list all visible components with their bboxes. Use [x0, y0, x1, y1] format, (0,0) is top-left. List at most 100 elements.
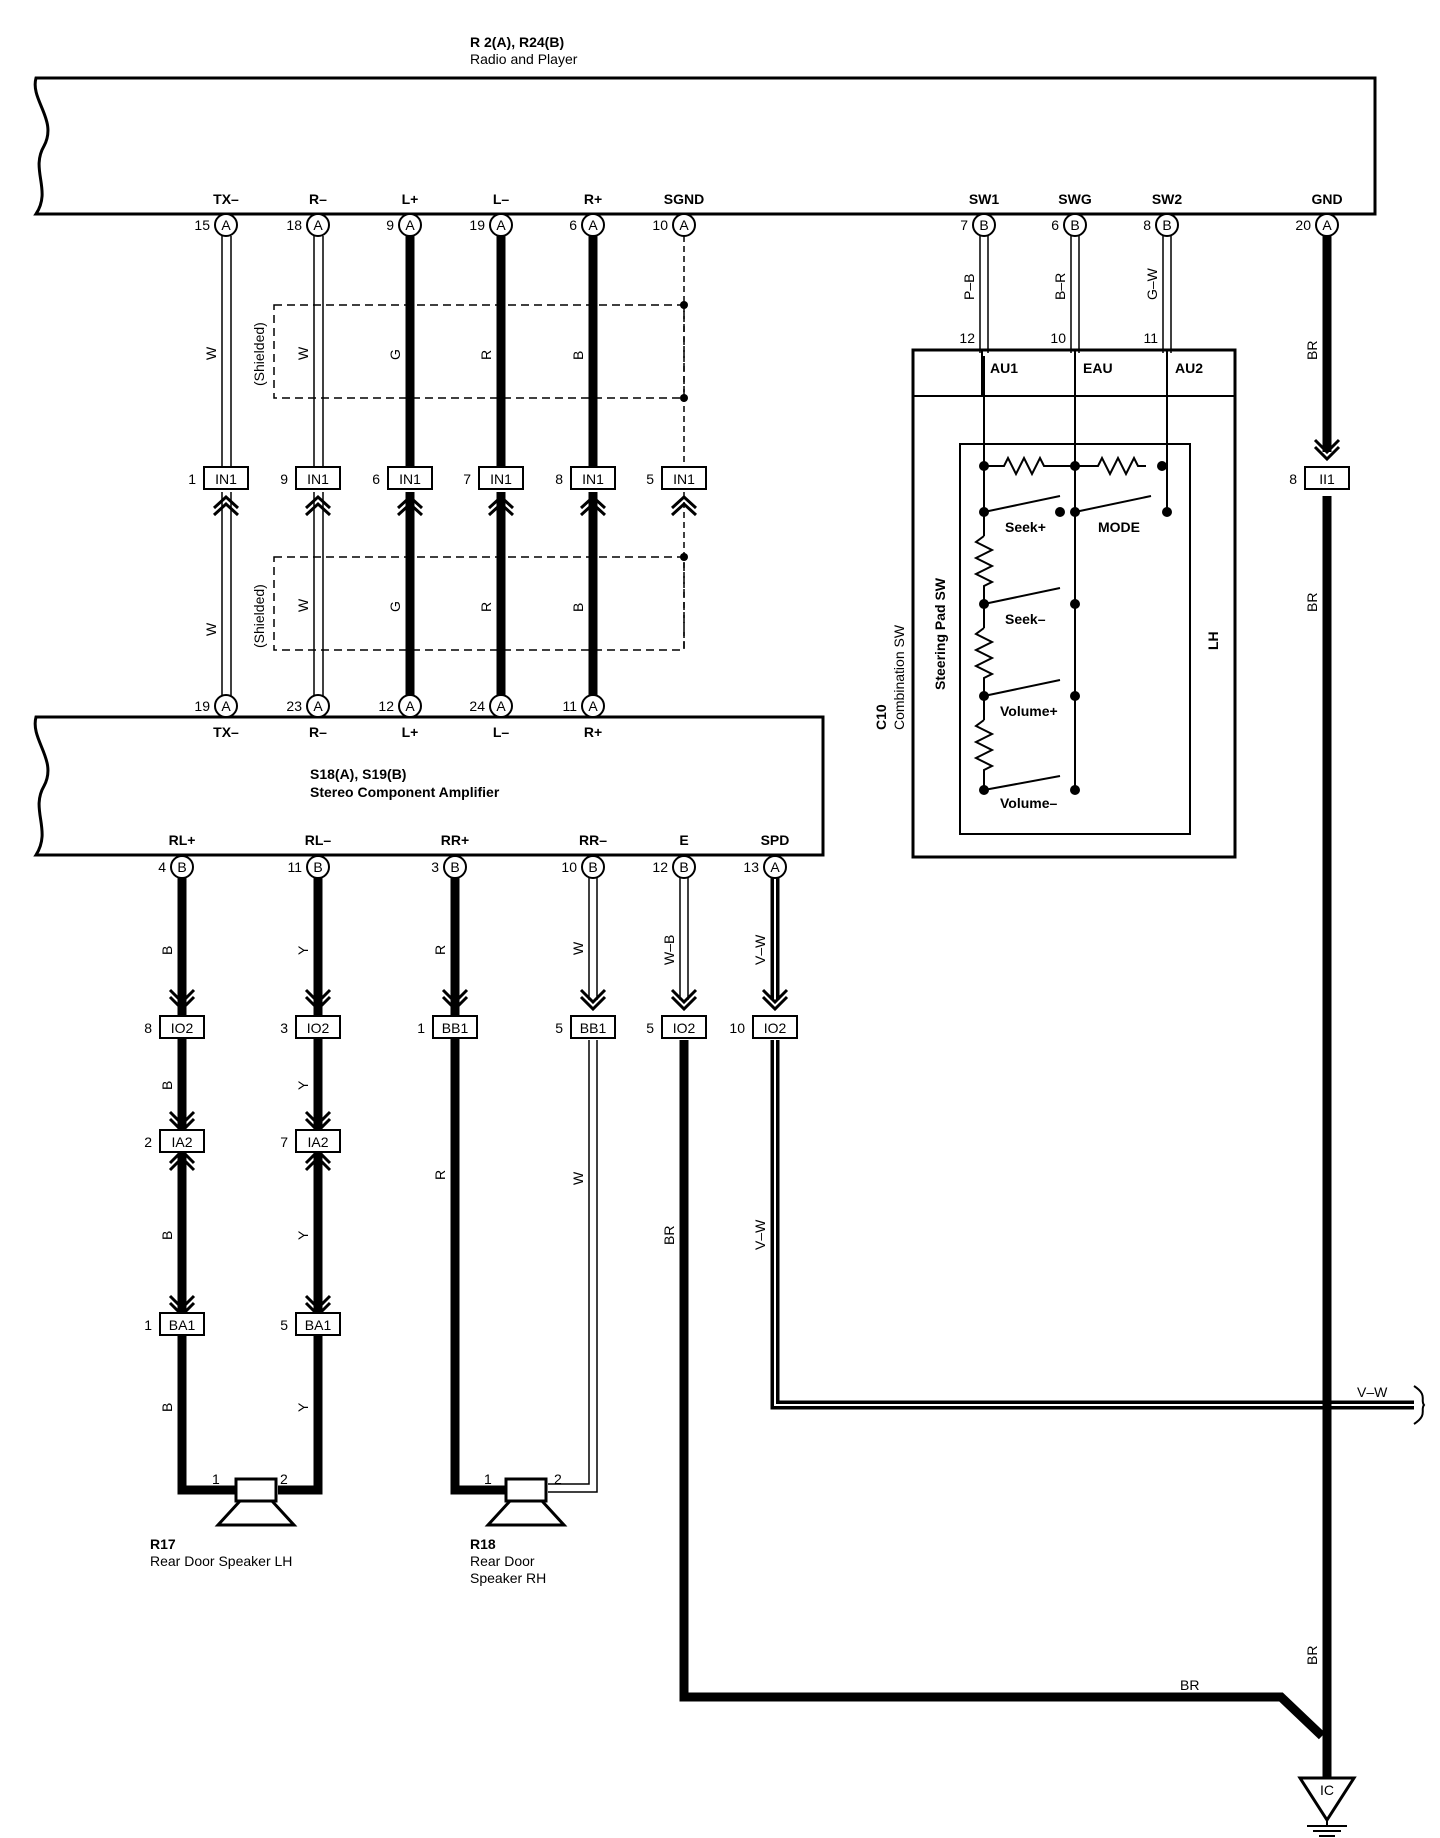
in1-pin-9: 9 [280, 471, 288, 487]
conn-pin-ba1-1: 1 [144, 1317, 152, 1333]
in1-connectors: IN1 IN1 IN1 IN1 IN1 IN1 1 9 6 7 8 5 [188, 466, 707, 517]
in1-pin-8: 8 [555, 471, 563, 487]
in1-label-1: IN1 [215, 471, 237, 487]
radio-terminal-labels: TX– R– L+ L– R+ SGND SW1 SWG SW2 GND [213, 191, 1342, 207]
out-color-b-rl-minus: Y [295, 1080, 311, 1090]
speaker-rh: 1 2 R18 Rear Door Speaker RH [470, 1471, 568, 1586]
in1-label-7: IN1 [490, 471, 512, 487]
lower-color-r-plus: B [570, 603, 586, 612]
out-color-d-rl-minus: Y [295, 1402, 311, 1412]
gnd-color-3: BR [1304, 1646, 1320, 1665]
out-color-b-rl-plus: B [159, 1081, 175, 1090]
amp-out-conn-e: B [679, 859, 688, 875]
lower-wires [221, 492, 688, 700]
amp-in-conn-tx: A [221, 698, 231, 714]
spk-lh-id: R17 [150, 1536, 176, 1552]
upper-color-l-minus: R [478, 350, 494, 360]
out-color-rr-plus: R [432, 945, 448, 955]
out-color-c-rl-plus: B [159, 1231, 175, 1240]
radio-term-swg: SWG [1058, 191, 1092, 207]
radio-conn-l-plus: A [405, 217, 415, 233]
amp-out-conn-rl-plus: B [177, 859, 186, 875]
conn-pin-bb1-5: 5 [555, 1020, 563, 1036]
radio-term-l-minus: L– [493, 191, 510, 207]
amp-out-conn-rr-plus: B [450, 859, 459, 875]
out-color-rl-plus: B [159, 946, 175, 955]
spk-lh-pin1: 1 [212, 1471, 220, 1487]
conn-io2-3: IO2 [307, 1020, 330, 1036]
conn-pin-ba1-5: 5 [280, 1317, 288, 1333]
in1-pin-7: 7 [463, 471, 471, 487]
term-eau: EAU [1083, 360, 1113, 376]
radio-pin-r-plus: 6 [569, 217, 577, 233]
vw-out-label: V–W [1357, 1384, 1388, 1400]
conn-io2-5: IO2 [673, 1020, 696, 1036]
ground-ic-label: IC [1320, 1782, 1334, 1798]
amp-out-conn-rr-minus: B [588, 859, 597, 875]
amp-in-pin-l-plus: 12 [378, 698, 394, 714]
spk-rh-name2: Speaker RH [470, 1570, 546, 1586]
switch-mode: MODE [1098, 519, 1140, 535]
conn-io2-8: IO2 [171, 1020, 194, 1036]
lower-color-l-plus: G [387, 601, 403, 612]
sw-color-b-r: B–R [1052, 273, 1068, 300]
combo-side-label: LH [1205, 631, 1221, 650]
amp-out-name-rr-minus: RR– [579, 832, 607, 848]
radio-conn-gnd: A [1322, 217, 1332, 233]
out-color-rr-minus: W [570, 941, 586, 955]
out-color-rl-minus: Y [295, 945, 311, 955]
combo-id: C10 [873, 704, 889, 730]
connector-row-2: IA2 IA2 2 7 [144, 1129, 341, 1153]
upper-color-r-minus: W [295, 346, 311, 360]
radio-conn-r-plus: A [588, 217, 598, 233]
connector-row-1: IO2 IO2 BB1 BB1 IO2 IO2 8 3 1 5 5 10 [144, 1015, 798, 1039]
amp-out-name-rl-plus: RL+ [169, 832, 196, 848]
out-color-b-rr-plus: R [432, 1170, 448, 1180]
amp-in-name-tx: TX– [213, 724, 239, 740]
radio-pin-l-minus: 19 [469, 217, 485, 233]
amp-box: S18(A), S19(B) Stereo Component Amplifie… [33, 715, 825, 857]
radio-conn-swg: B [1070, 217, 1079, 233]
switch-seek-minus: Seek– [1005, 611, 1046, 627]
spk-lh-pin2: 2 [280, 1471, 288, 1487]
amp-output-labels: RL+ RL– RR+ RR– E SPD [169, 832, 790, 848]
radio-term-tx: TX– [213, 191, 239, 207]
output-color-labels: B Y R W W–B V–W B Y R W BR V–W B Y B Y V… [159, 934, 1388, 1693]
conn-pin-ia2-2: 2 [144, 1134, 152, 1150]
gnd-color-1: BR [1304, 341, 1320, 360]
amp-out-pin-rl-minus: 11 [287, 859, 302, 875]
lower-shielded-label: (Shielded) [251, 584, 267, 648]
spk-rh-name1: Rear Door [470, 1553, 535, 1569]
amp-in-name-r-plus: R+ [584, 724, 602, 740]
conn-pin-io2-5: 5 [646, 1020, 654, 1036]
amp-in-name-l-minus: L– [493, 724, 510, 740]
upper-shielded-label: (Shielded) [251, 322, 267, 386]
conn-ia2-7: IA2 [307, 1134, 328, 1150]
radio-pin-swg: 6 [1051, 217, 1059, 233]
upper-color-r-plus: B [570, 351, 586, 360]
radio-conn-sw2: B [1162, 217, 1171, 233]
gnd-wire: II1 8 BR BR BR IC [1289, 236, 1357, 1837]
in1-label-5: IN1 [673, 471, 695, 487]
amp-out-name-e: E [679, 832, 688, 848]
conn-pin-ia2-7: 7 [280, 1134, 288, 1150]
out-color-e: W–B [661, 935, 677, 965]
amp-in-conn-l-plus: A [405, 698, 415, 714]
conn-bb1-5: BB1 [580, 1020, 607, 1036]
radio-name: Radio and Player [470, 51, 578, 67]
radio-conn-tx: A [221, 217, 231, 233]
upper-color-l-plus: G [387, 349, 403, 360]
amp-out-pin-e: 12 [652, 859, 668, 875]
sw-color-p-b: P–B [961, 274, 977, 300]
spk-rh-pin1: 1 [484, 1471, 492, 1487]
radio-box: R 2(A), R24(B) Radio and Player [33, 34, 1377, 216]
radio-term-r-minus: R– [309, 191, 327, 207]
amp-in-pin-l-minus: 24 [469, 698, 485, 714]
combination-switch: P–B B–R G–W 12 10 11 AU1 EAU AU2 [873, 236, 1237, 859]
lower-wire-labels: W W G R B (Shielded) [203, 584, 586, 648]
out-color-c-rl-minus: Y [295, 1230, 311, 1240]
in1-label-9: IN1 [307, 471, 329, 487]
amp-in-pin-r-plus: 11 [562, 698, 577, 714]
radio-conn-l-minus: A [496, 217, 506, 233]
amp-in-name-l-plus: L+ [402, 724, 419, 740]
